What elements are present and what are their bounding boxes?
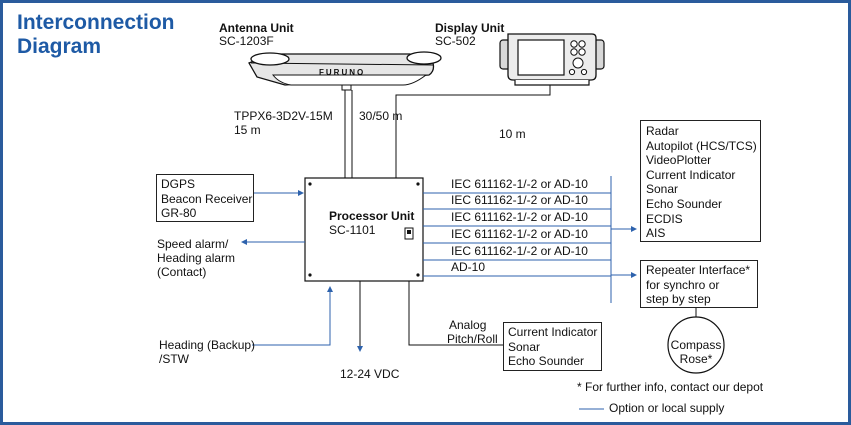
heading-backup-label: /STW (159, 352, 189, 366)
footnote: * For further info, contact our depot (577, 380, 764, 394)
analog-label: Analog (449, 318, 487, 332)
device-item: Echo Sounder (646, 196, 723, 211)
analog-device: Sonar (508, 339, 541, 354)
title-line-2: Diagram (17, 35, 102, 58)
external-devices-box: Radar Autopilot (HCS/TCS) VideoPlotter C… (640, 120, 761, 242)
device-item: AIS (646, 226, 666, 241)
power-supply-label: 12-24 VDC (340, 367, 400, 381)
processor-unit-name: Processor Unit (329, 209, 415, 223)
antenna-logo: FURUNO (319, 68, 366, 77)
legend-label: Option or local supply (609, 401, 725, 415)
output-label: IEC 611162-1/-2 or AD-10 (451, 210, 588, 224)
repeater-interface-box: Repeater Interface* for synchro or step … (640, 260, 758, 308)
output-label: IEC 611162-1/-2 or AD-10 (451, 177, 588, 191)
device-item: VideoPlotter (646, 153, 712, 168)
display-unit-icon (499, 33, 605, 86)
dgps-line: GR-80 (161, 206, 197, 221)
title-line-1: Interconnection (17, 11, 175, 34)
connection-lines (241, 33, 725, 410)
device-item: Current Indicator (646, 167, 736, 182)
device-item: ECDIS (646, 211, 683, 226)
output-label: IEC 611162-1/-2 or AD-10 (451, 244, 588, 258)
device-item: Radar (646, 124, 679, 138)
output-label: IEC 611162-1/-2 or AD-10 (451, 227, 588, 241)
analog-label: Pitch/Roll (447, 332, 498, 346)
diagram-title: Interconnection Diagram (17, 11, 175, 59)
analog-device: Current Indicator (508, 325, 598, 339)
output-label: IEC 611162-1/-2 or AD-10 (451, 193, 588, 207)
repeater-line: for synchro or (646, 277, 720, 292)
repeater-line: step by step (646, 292, 711, 307)
device-item: Sonar (646, 182, 679, 197)
repeater-line: Repeater Interface* (646, 263, 751, 277)
dgps-line: DGPS (161, 177, 196, 191)
output-label: AD-10 (451, 260, 486, 274)
compass-rose-circle (667, 316, 725, 374)
speed-alarm-label: Speed alarm/ (157, 237, 229, 251)
antenna-cable-length: 15 m (234, 123, 261, 137)
antenna-unit-name: Antenna Unit (219, 21, 294, 35)
device-item: Autopilot (HCS/TCS) (646, 138, 757, 153)
display-unit-model: SC-502 (435, 34, 476, 48)
antenna-cable-alt-length: 30/50 m (359, 109, 403, 123)
speed-alarm-label: (Contact) (157, 265, 207, 279)
display-cable-length: 10 m (499, 127, 526, 141)
dgps-line: Beacon Receiver (161, 191, 253, 206)
processor-unit-model: SC-1101 (329, 223, 376, 237)
speed-alarm-label: Heading alarm (157, 251, 236, 265)
analog-device: Echo Sounder (508, 354, 585, 369)
antenna-unit-model: SC-1203F (219, 34, 274, 48)
processor-unit-box (304, 177, 424, 282)
compass-rose-label: Rose* (679, 352, 713, 366)
heading-backup-label: Heading (Backup) (159, 338, 256, 352)
display-unit-name: Display Unit (435, 21, 505, 35)
antenna-cable-type: TPPX6-3D2V-15M (234, 109, 333, 123)
dgps-box: DGPS Beacon Receiver GR-80 (156, 174, 254, 222)
analog-devices-box: Current Indicator Sonar Echo Sounder (503, 322, 602, 371)
compass-rose-label: Compass (670, 338, 722, 352)
antenna-unit-icon (248, 51, 442, 91)
